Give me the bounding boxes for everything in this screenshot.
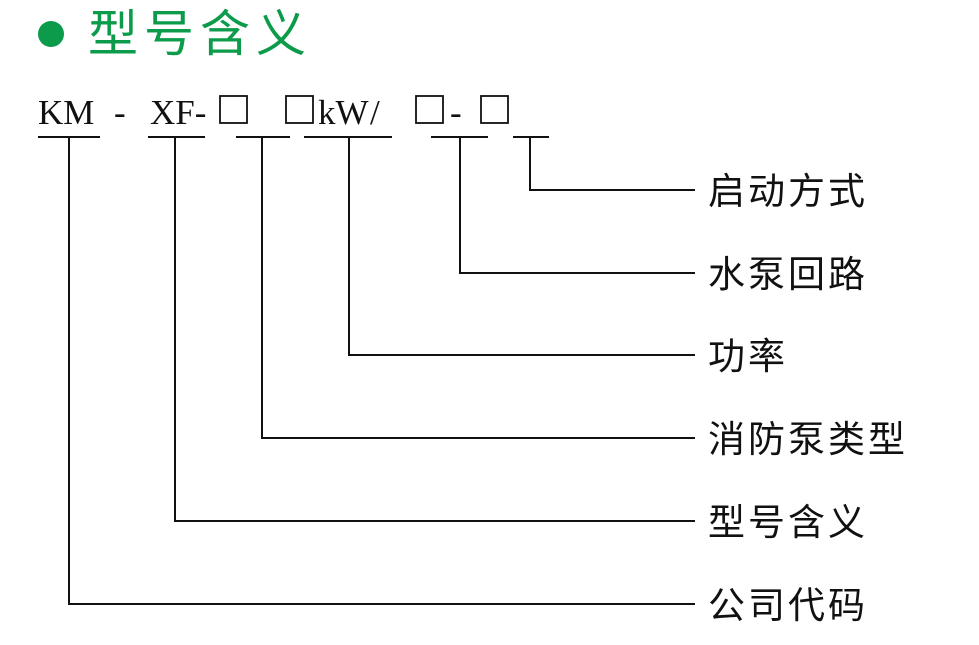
- label-pump-type: 消防泵类型: [708, 418, 908, 461]
- placeholder-box-2: [285, 95, 314, 124]
- leader-power: [348, 137, 695, 356]
- label-power: 功率: [708, 335, 788, 378]
- label-circuit: 水泵回路: [708, 253, 868, 296]
- leader-model-meaning: [174, 137, 695, 522]
- label-start-mode: 启动方式: [708, 170, 868, 213]
- diagram-title: 型号含义: [38, 2, 312, 66]
- placeholder-box-4: [480, 95, 509, 124]
- leader-circuit: [459, 137, 695, 274]
- placeholder-box-3: [415, 95, 444, 124]
- leader-start-mode: [529, 137, 695, 191]
- bullet-icon: [38, 21, 64, 47]
- label-model-meaning: 型号含义: [708, 501, 868, 544]
- placeholder-box-1: [219, 95, 248, 124]
- leader-company-code: [68, 137, 695, 605]
- code-dash-1: -: [114, 93, 126, 132]
- code-xf: XF-: [150, 93, 206, 132]
- title-text: 型号含义: [88, 5, 312, 63]
- code-slash: /: [370, 93, 380, 132]
- code-km: KM: [38, 93, 94, 132]
- code-kw: kW: [318, 93, 369, 132]
- leader-pump-type: [261, 137, 695, 439]
- label-company-code: 公司代码: [708, 584, 868, 627]
- code-dash-2: -: [450, 93, 462, 132]
